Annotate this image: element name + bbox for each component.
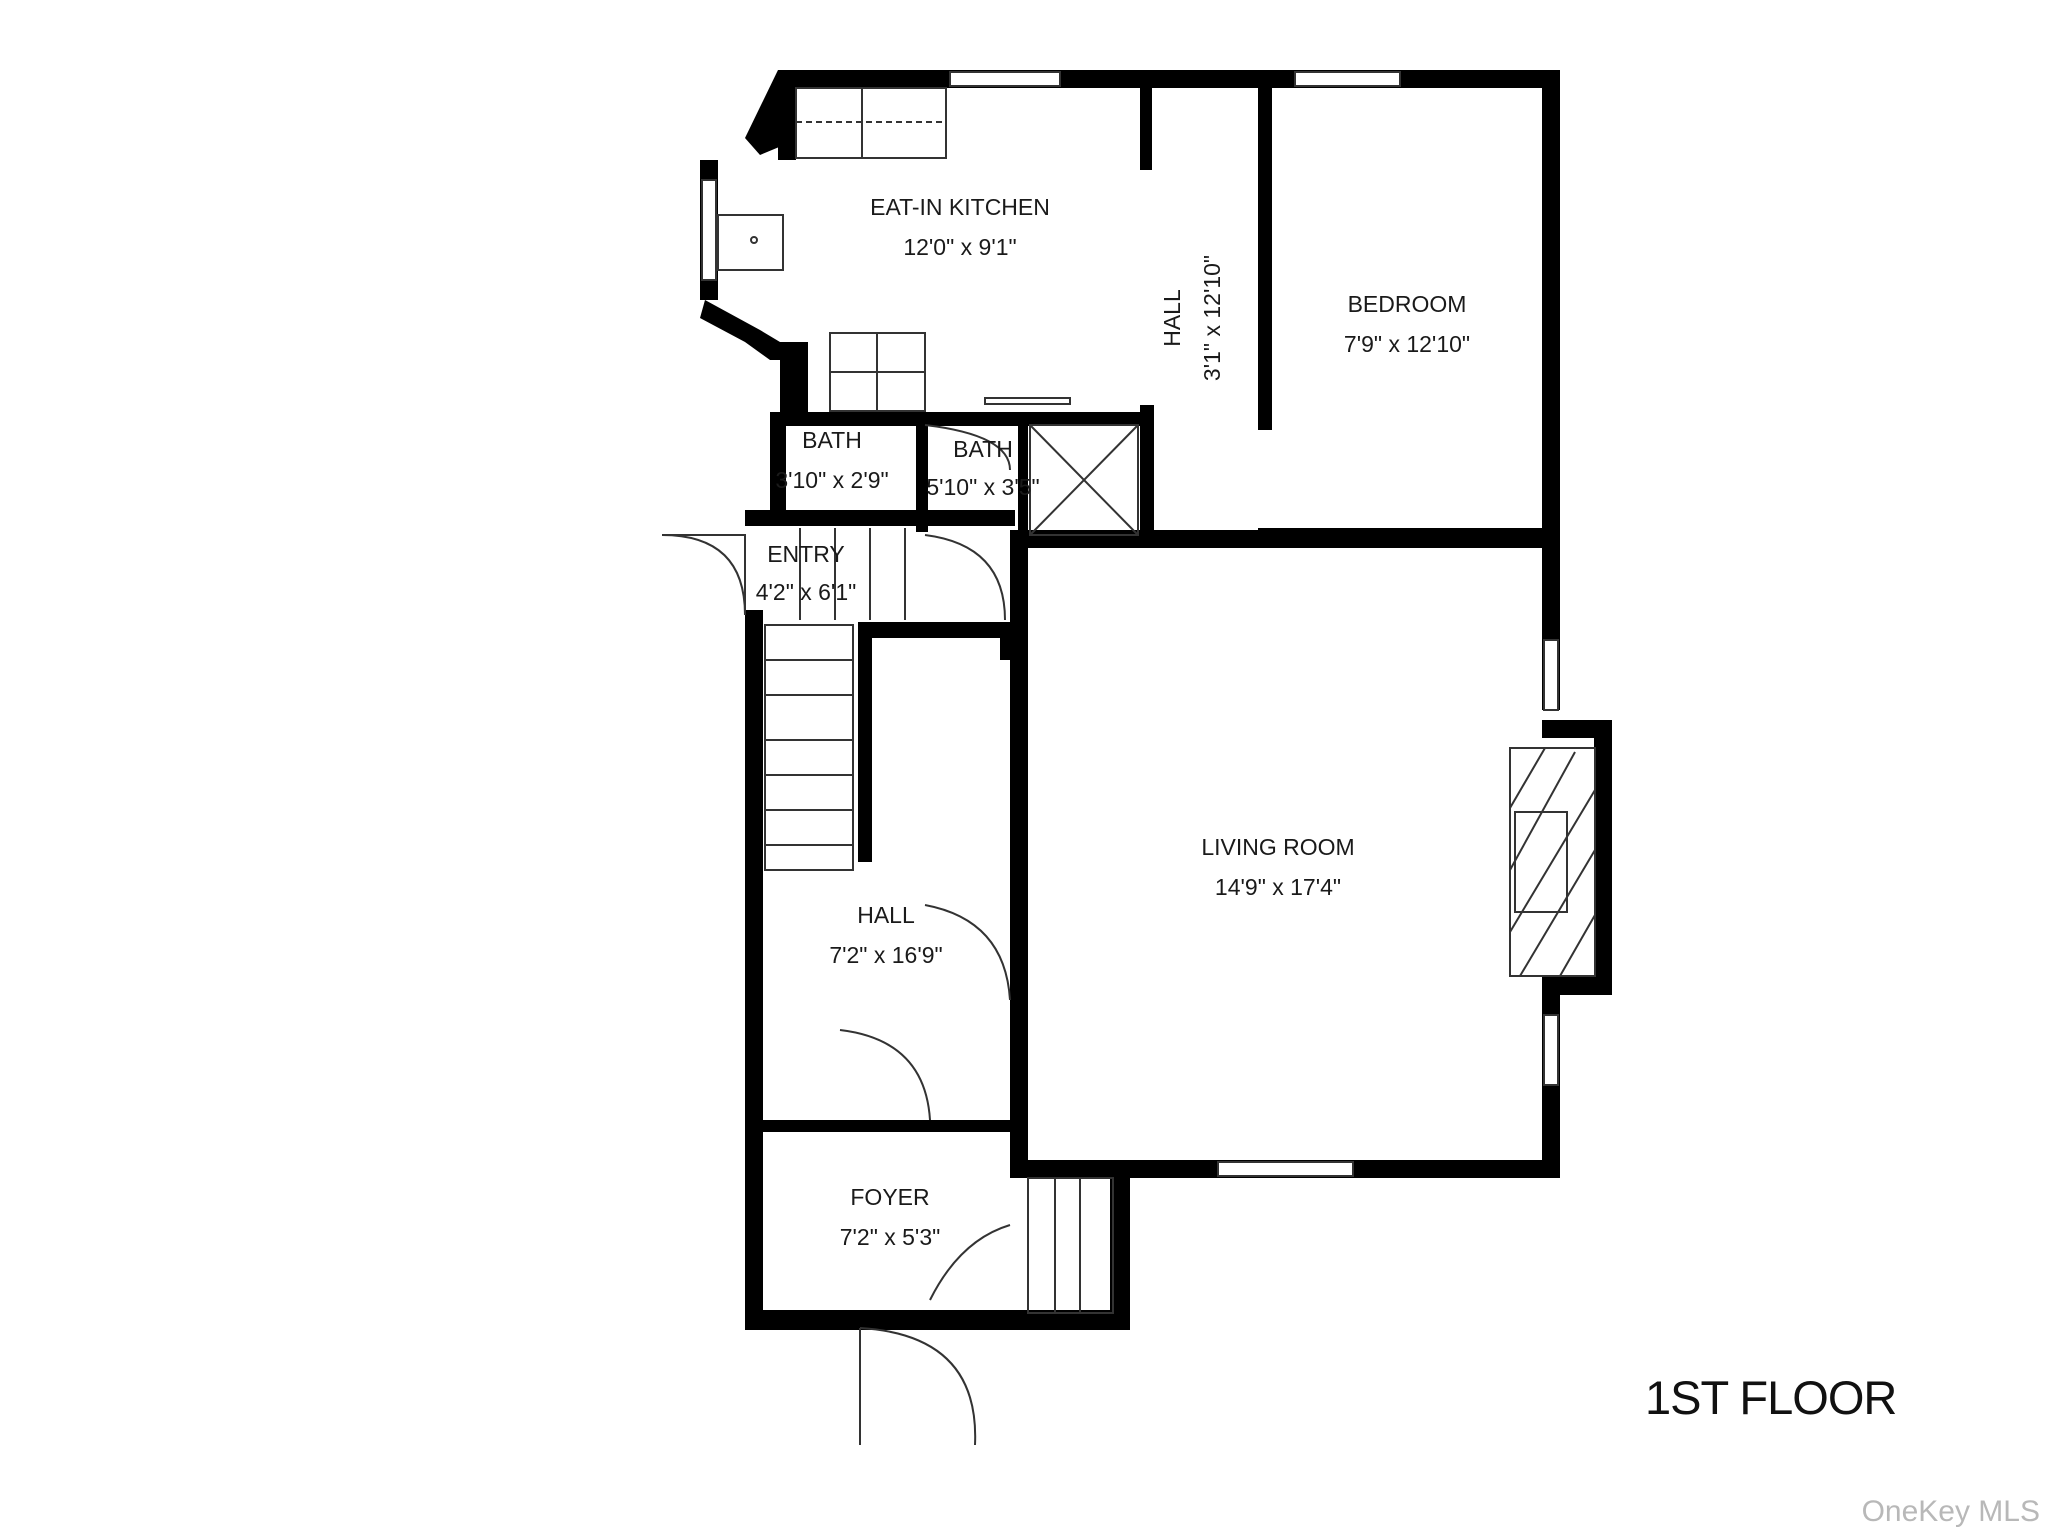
room-size-bedroom: 7'9" x 12'10" — [1344, 331, 1470, 357]
room-name-entry: ENTRY — [767, 541, 845, 567]
window — [1543, 639, 1559, 711]
room-name-living: LIVING ROOM — [1201, 834, 1354, 860]
room-size-hall-upper: 3'1" x 12'10" — [1199, 255, 1225, 381]
room-name-kitchen: EAT-IN KITCHEN — [870, 194, 1050, 220]
room-size-kitchen: 12'0" x 9'1" — [903, 234, 1016, 260]
room-size-bath-large: 5'10" x 3'5" — [926, 474, 1039, 500]
floor-title: 1ST FLOOR — [1645, 1371, 1897, 1424]
room-name-bath-small: BATH — [802, 427, 862, 453]
room-size-living: 14'9" x 17'4" — [1215, 874, 1341, 900]
window — [701, 179, 717, 281]
room-name-foyer: FOYER — [850, 1184, 929, 1210]
windows — [701, 71, 1559, 1177]
room-size-bath-small: 3'10" x 2'9" — [775, 467, 888, 493]
room-size-foyer: 7'2" x 5'3" — [840, 1224, 941, 1250]
room-name-hall-lower: HALL — [857, 902, 915, 928]
window — [949, 71, 1061, 87]
walls — [700, 70, 1612, 1330]
room-name-bedroom: BEDROOM — [1348, 291, 1467, 317]
window — [1217, 1161, 1354, 1177]
watermark: OneKey MLS — [1861, 1495, 2040, 1528]
sink-icon — [750, 236, 758, 244]
window — [1294, 71, 1401, 87]
room-name-hall-upper: HALL — [1159, 289, 1185, 347]
room-size-hall-lower: 7'2" x 16'9" — [829, 942, 942, 968]
window — [1543, 1014, 1559, 1086]
fixtures — [661, 87, 1596, 1446]
room-size-entry: 4'2" x 6'1" — [756, 579, 857, 605]
room-name-bath-large: BATH — [953, 436, 1013, 462]
room-labels: EAT-IN KITCHEN 12'0" x 9'1" HALL 3'1" x … — [756, 194, 1470, 1250]
